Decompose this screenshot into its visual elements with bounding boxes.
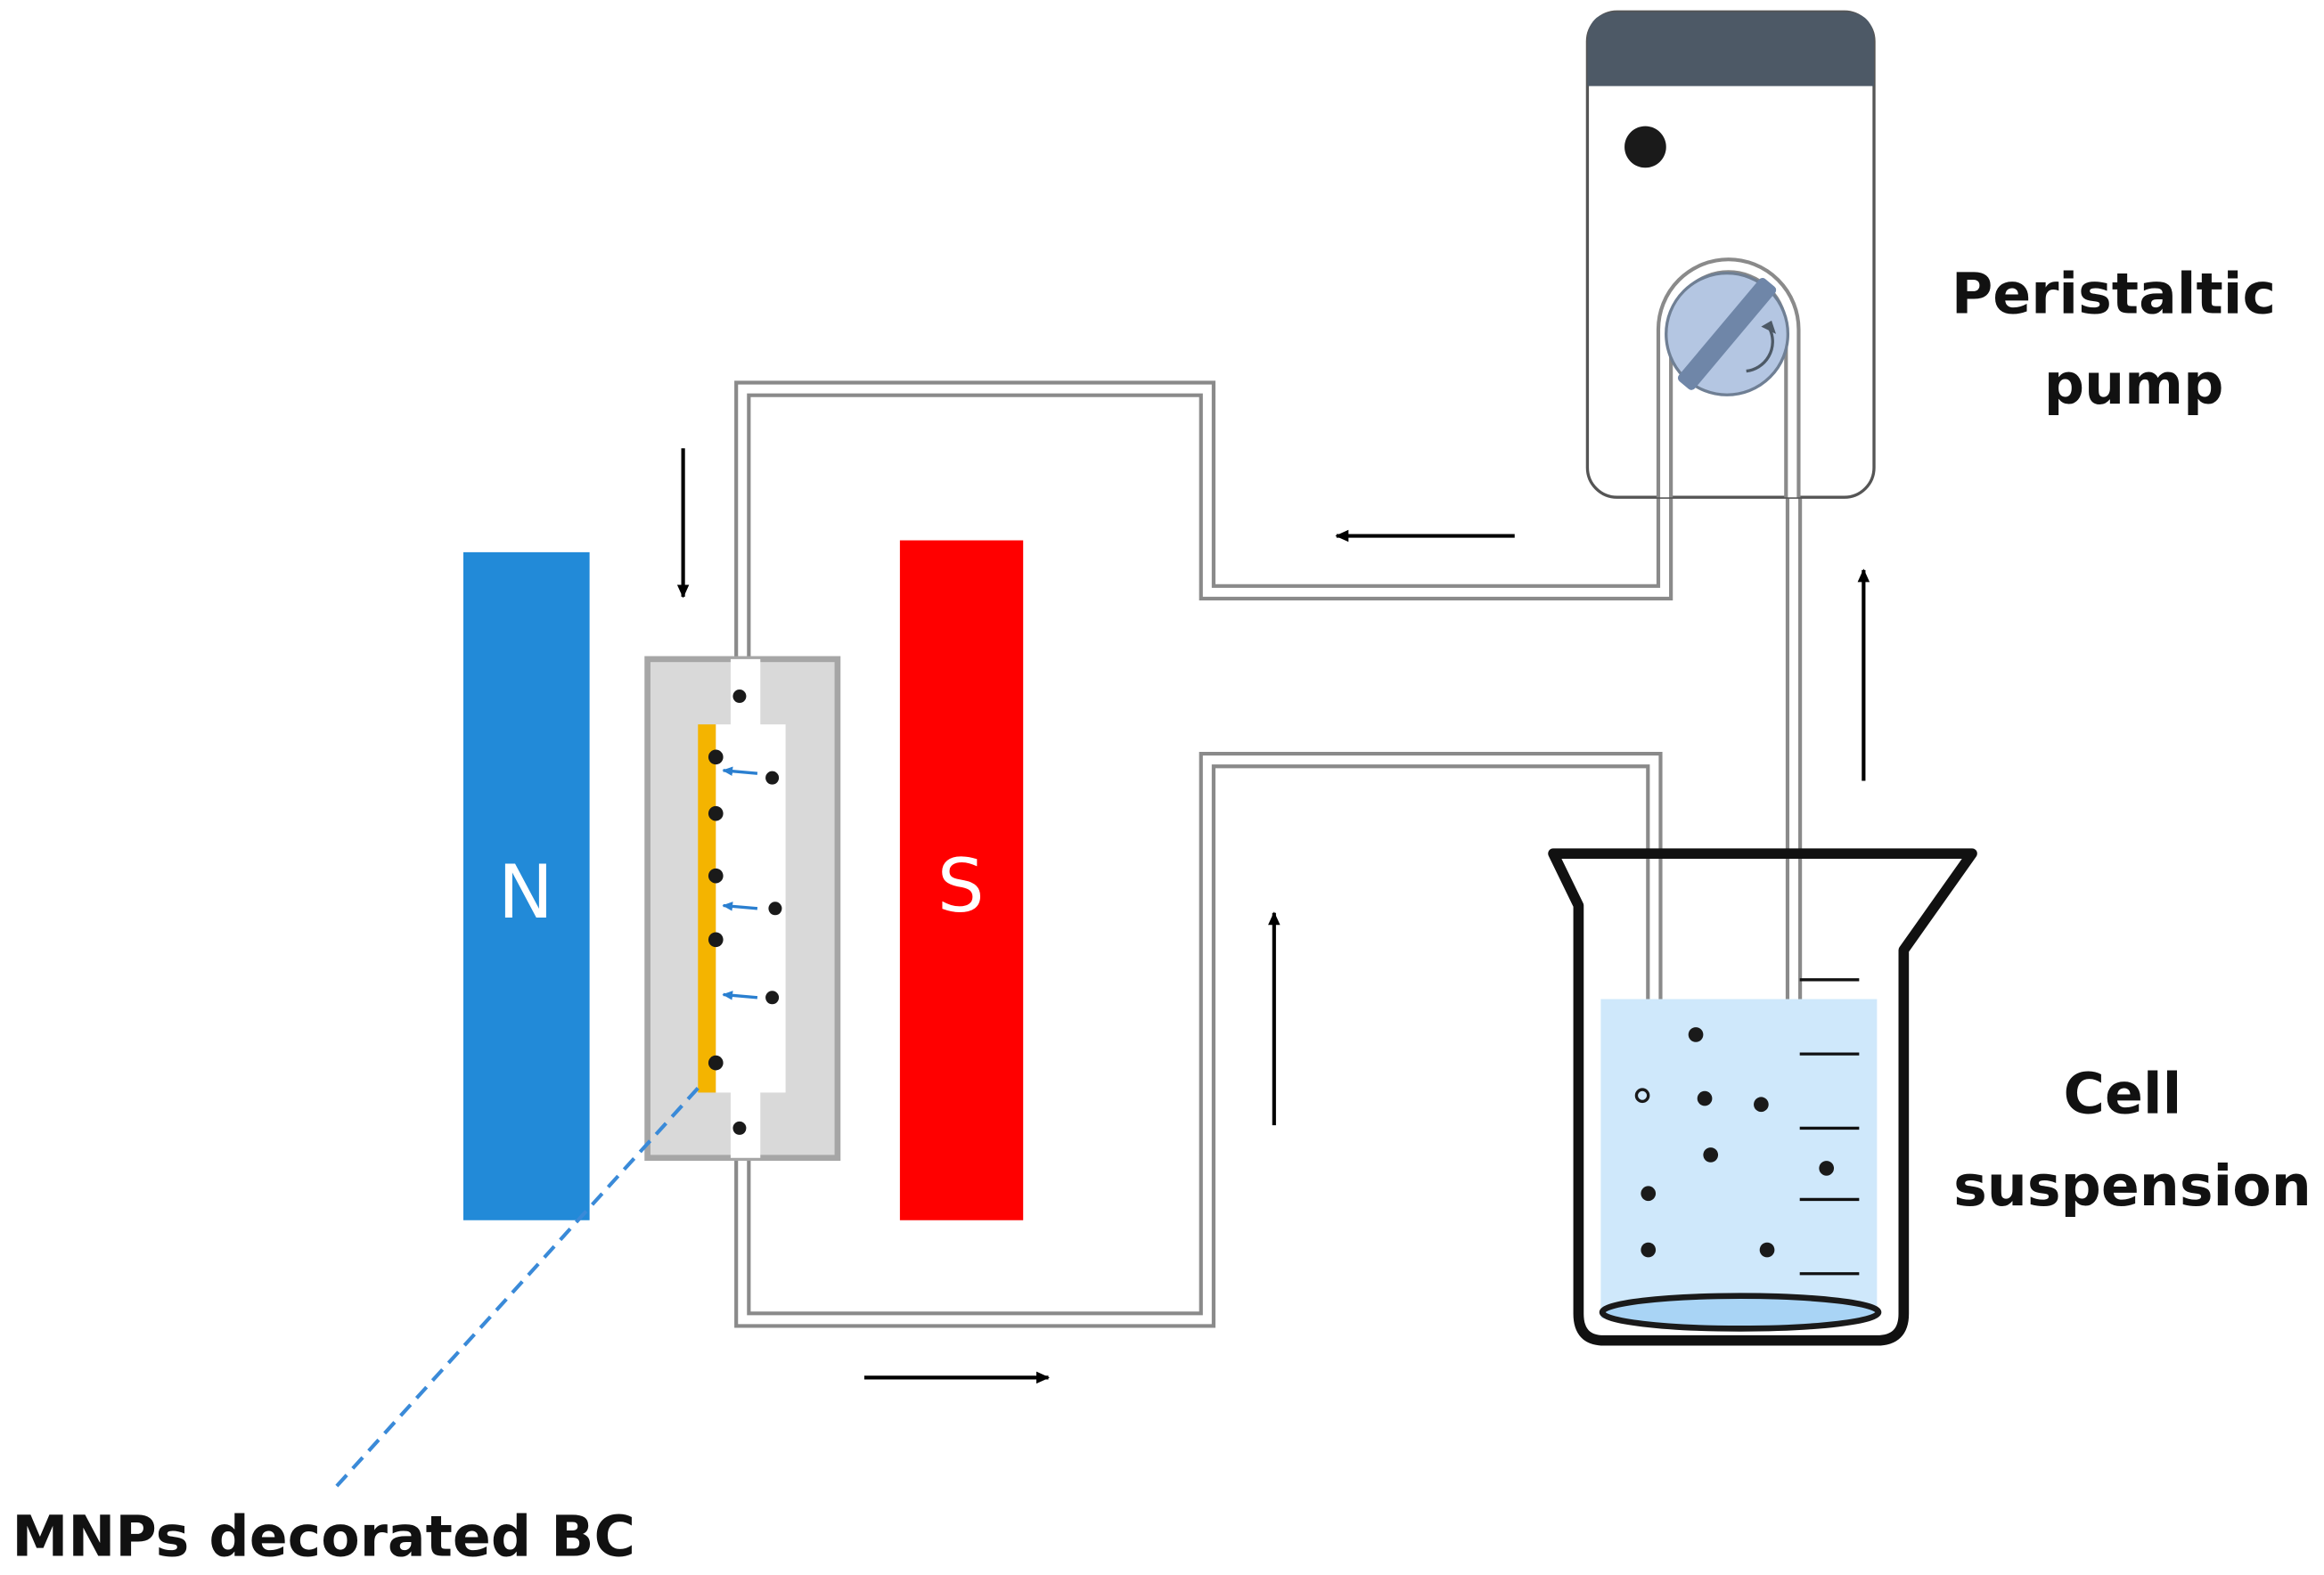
- pump-label-line1: Peristaltic: [1952, 261, 2276, 327]
- outlet-tube: [734, 380, 1673, 665]
- bc-guide-line: [332, 1087, 700, 1490]
- north-magnet: N: [462, 551, 590, 1220]
- pump-rotor-icon: [1665, 271, 1790, 396]
- south-magnet-label: S: [937, 843, 985, 929]
- pump-label: Peristaltic pump: [1952, 261, 2295, 418]
- beaker-liquid: [1600, 999, 1878, 1325]
- bc-layer: [698, 724, 716, 1093]
- tubing: [734, 341, 1803, 1328]
- chamber-particles: [708, 690, 782, 1135]
- pump-cap: [1587, 12, 1875, 86]
- cell-suspension-label: Cell suspension: [1953, 1061, 2312, 1219]
- bc-label: MNPs decorated BC: [12, 1503, 635, 1569]
- north-magnet-label: N: [498, 849, 553, 935]
- rotation-arrow-icon: [1746, 329, 1774, 373]
- north-magnet-block: [462, 551, 590, 1220]
- south-magnet: S: [899, 540, 1024, 1220]
- cell-label-line1: Cell: [2064, 1061, 2182, 1127]
- pump-label-line2: pump: [2044, 351, 2224, 417]
- attraction-arrows: [722, 766, 758, 1000]
- pump-indicator-dot: [1624, 126, 1666, 168]
- beaker-outline: [1548, 848, 1977, 1346]
- return-tube: [734, 752, 1663, 1328]
- peristaltic-pump-icon: [1585, 10, 1876, 499]
- beaker-bottom: [1599, 1293, 1882, 1332]
- cell-label-line2: suspension: [1953, 1153, 2312, 1219]
- beaker-icon: [1548, 848, 1977, 1346]
- beaker-graduations: [1799, 978, 1860, 1276]
- flow-arrows: [676, 448, 1870, 1384]
- flow-chamber-icon: [644, 656, 841, 1162]
- suspension-particles: [1634, 1027, 1835, 1258]
- south-magnet-block: [899, 540, 1024, 1220]
